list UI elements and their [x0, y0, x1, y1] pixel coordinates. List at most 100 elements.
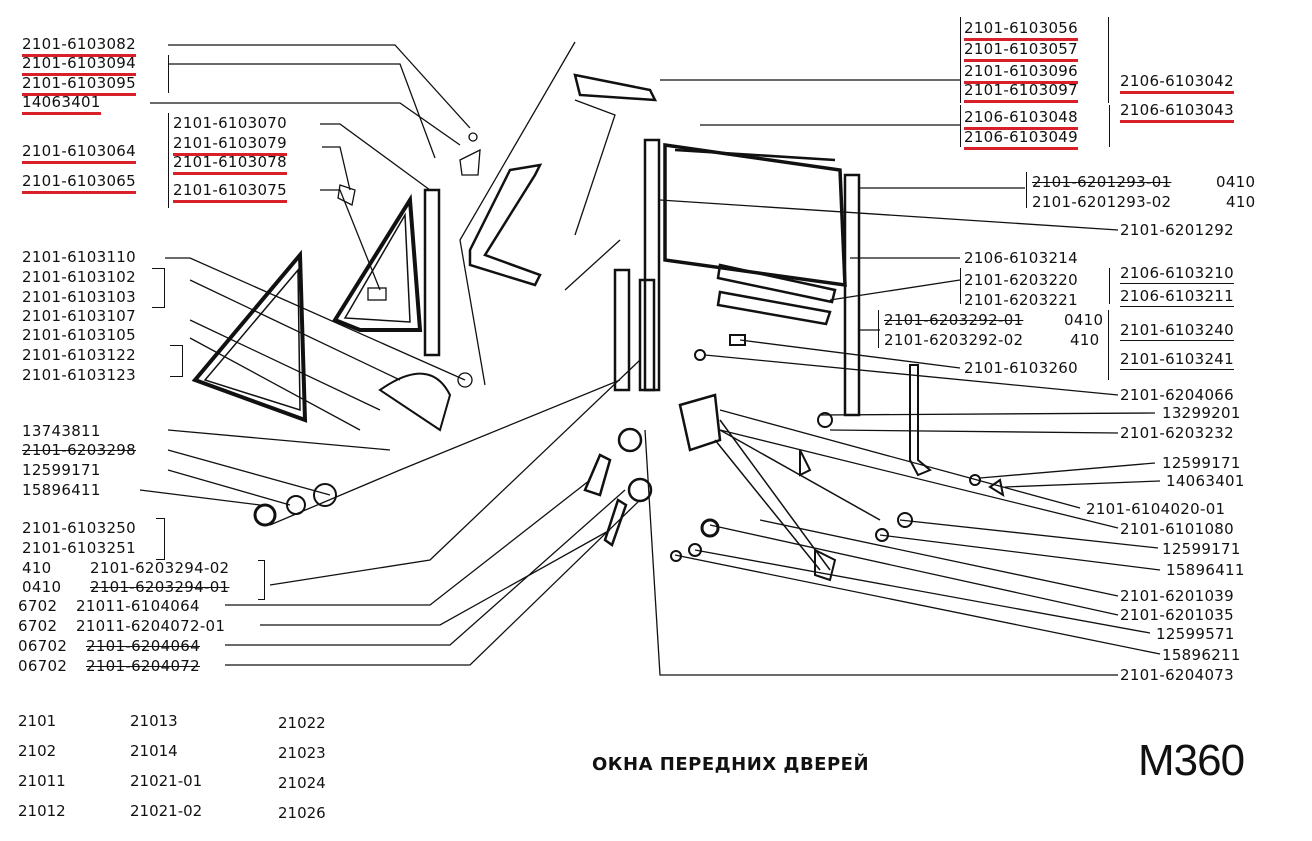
- part-label: 410: [22, 559, 52, 577]
- bracket-r6: [878, 310, 879, 348]
- part-label: 14063401: [1166, 472, 1245, 490]
- bracket-r7: [1108, 310, 1109, 380]
- diagram-title: ОКНА ПЕРЕДНИХ ДВЕРЕЙ: [592, 754, 870, 775]
- part-label: 0410: [22, 578, 62, 596]
- part-label: 12599571: [1156, 625, 1235, 643]
- part-label: 2106-6103043: [1120, 101, 1234, 123]
- part-label: 0410: [1064, 311, 1104, 329]
- model-code: 21013: [130, 712, 178, 730]
- part-label: 2101-6204066: [1120, 386, 1234, 404]
- part-label: 2101-6103260: [964, 359, 1078, 377]
- model-code: 21021-01: [130, 772, 203, 790]
- part-label: 6702: [18, 617, 58, 635]
- part-label: 2101-6203232: [1120, 424, 1234, 442]
- part-label: 2101-6103241: [1120, 350, 1234, 370]
- model-code: 2102: [18, 742, 57, 760]
- part-label: 2101-6203292-02: [884, 331, 1024, 349]
- part-label: 2106-6103210: [1120, 264, 1234, 284]
- part-label: 2101-6201039: [1120, 587, 1234, 605]
- model-code: 21024: [278, 774, 326, 792]
- part-label: 410: [1226, 193, 1256, 211]
- part-label: 6702: [18, 597, 58, 615]
- model-code: 21022: [278, 714, 326, 732]
- part-label: 2101-6203298: [22, 441, 136, 459]
- model-code: 21012: [18, 802, 66, 820]
- part-label: 2101-6103110: [22, 248, 136, 266]
- part-label: 2106-6103211: [1120, 287, 1234, 307]
- model-code: 2101: [18, 712, 57, 730]
- part-label: 2101-6203294-01: [90, 578, 230, 596]
- part-label: 0410: [1216, 173, 1256, 191]
- part-label: 2101-6101080: [1120, 520, 1234, 538]
- part-label: 2101-6203294-02: [90, 559, 230, 577]
- part-label: 2101-6203220: [964, 271, 1078, 289]
- part-label: 21011-6204072-01: [76, 617, 226, 635]
- bracket-l2: [168, 113, 169, 208]
- part-label: 13743811: [22, 422, 101, 440]
- part-label: 2101-6103057: [964, 40, 1078, 62]
- part-label: 2101-6103082: [22, 35, 136, 57]
- sheet-code: M360: [1138, 736, 1245, 785]
- part-label: 2101-6201035: [1120, 606, 1234, 624]
- part-label: 2101-6103103: [22, 288, 136, 306]
- part-label: 2101-6103250: [22, 519, 136, 537]
- part-label: 2101-6103095: [22, 74, 136, 96]
- model-code: 21023: [278, 744, 326, 762]
- bracket-l5: [156, 518, 165, 560]
- part-label: 2101-6204072: [86, 657, 200, 675]
- part-label: 2101-6103102: [22, 268, 136, 286]
- part-label: 2101-6203292-01: [884, 311, 1024, 329]
- part-label: 2101-6201293-01: [1032, 173, 1172, 191]
- bracket-l4: [170, 345, 183, 377]
- part-label: 2101-6103123: [22, 366, 136, 384]
- part-label: 2101-6204064: [86, 637, 200, 655]
- part-label: 2101-6204073: [1120, 666, 1234, 684]
- model-code: 21011: [18, 772, 66, 790]
- part-label: 06702: [18, 637, 68, 655]
- part-label: 15896411: [22, 481, 101, 499]
- bracket-l3: [152, 268, 165, 308]
- part-label: 2101-6103240: [1120, 321, 1234, 341]
- part-label: 2101-6103070: [173, 114, 287, 132]
- part-label: 410: [1070, 331, 1100, 349]
- part-label: 13299201: [1162, 404, 1241, 422]
- part-label: 2101-6103105: [22, 326, 136, 344]
- model-code: 21021-02: [130, 802, 203, 820]
- part-label: 2101-6203221: [964, 291, 1078, 309]
- bracket-r1: [960, 17, 961, 103]
- model-code: 21026: [278, 804, 326, 822]
- part-label: 21011-6104064: [76, 597, 200, 615]
- part-label: 12599171: [1162, 540, 1241, 558]
- bracket-l1: [168, 55, 169, 93]
- part-label: 12599171: [1162, 454, 1241, 472]
- part-label: 2101-6103065: [22, 172, 136, 194]
- part-label: 12599171: [22, 461, 101, 479]
- part-label: 2106-6103048: [964, 108, 1078, 130]
- bracket-r4: [1026, 172, 1027, 208]
- part-label: 2101-6103064: [22, 142, 136, 164]
- part-label: 2101-6103079: [173, 134, 287, 156]
- part-label: 2101-6201293-02: [1032, 193, 1172, 211]
- part-label: 2101-6104020-01: [1086, 500, 1226, 518]
- part-label: 2106-6103049: [964, 128, 1078, 150]
- bracket-r5: [960, 268, 1110, 304]
- model-code: 21014: [130, 742, 178, 760]
- part-label: 2101-6103122: [22, 346, 136, 364]
- bracket-r3: [960, 105, 1110, 147]
- bracket-l6: [258, 560, 265, 600]
- part-label: 2101-6103251: [22, 539, 136, 557]
- part-label: 2101-6103096: [964, 62, 1078, 84]
- part-label: 14063401: [22, 93, 101, 115]
- part-label: 2101-6201292: [1120, 221, 1234, 239]
- part-label: 15896411: [1166, 561, 1245, 579]
- bracket-r2: [1108, 17, 1109, 103]
- part-label: 2101-6103075: [173, 181, 287, 203]
- part-label: 2106-6103214: [964, 249, 1078, 267]
- part-label: 15896211: [1162, 646, 1241, 664]
- part-label: 2101-6103097: [964, 81, 1078, 103]
- part-label: 2101-6103056: [964, 19, 1078, 41]
- part-label: 2101-6103094: [22, 54, 136, 76]
- part-label: 2101-6103078: [173, 153, 287, 175]
